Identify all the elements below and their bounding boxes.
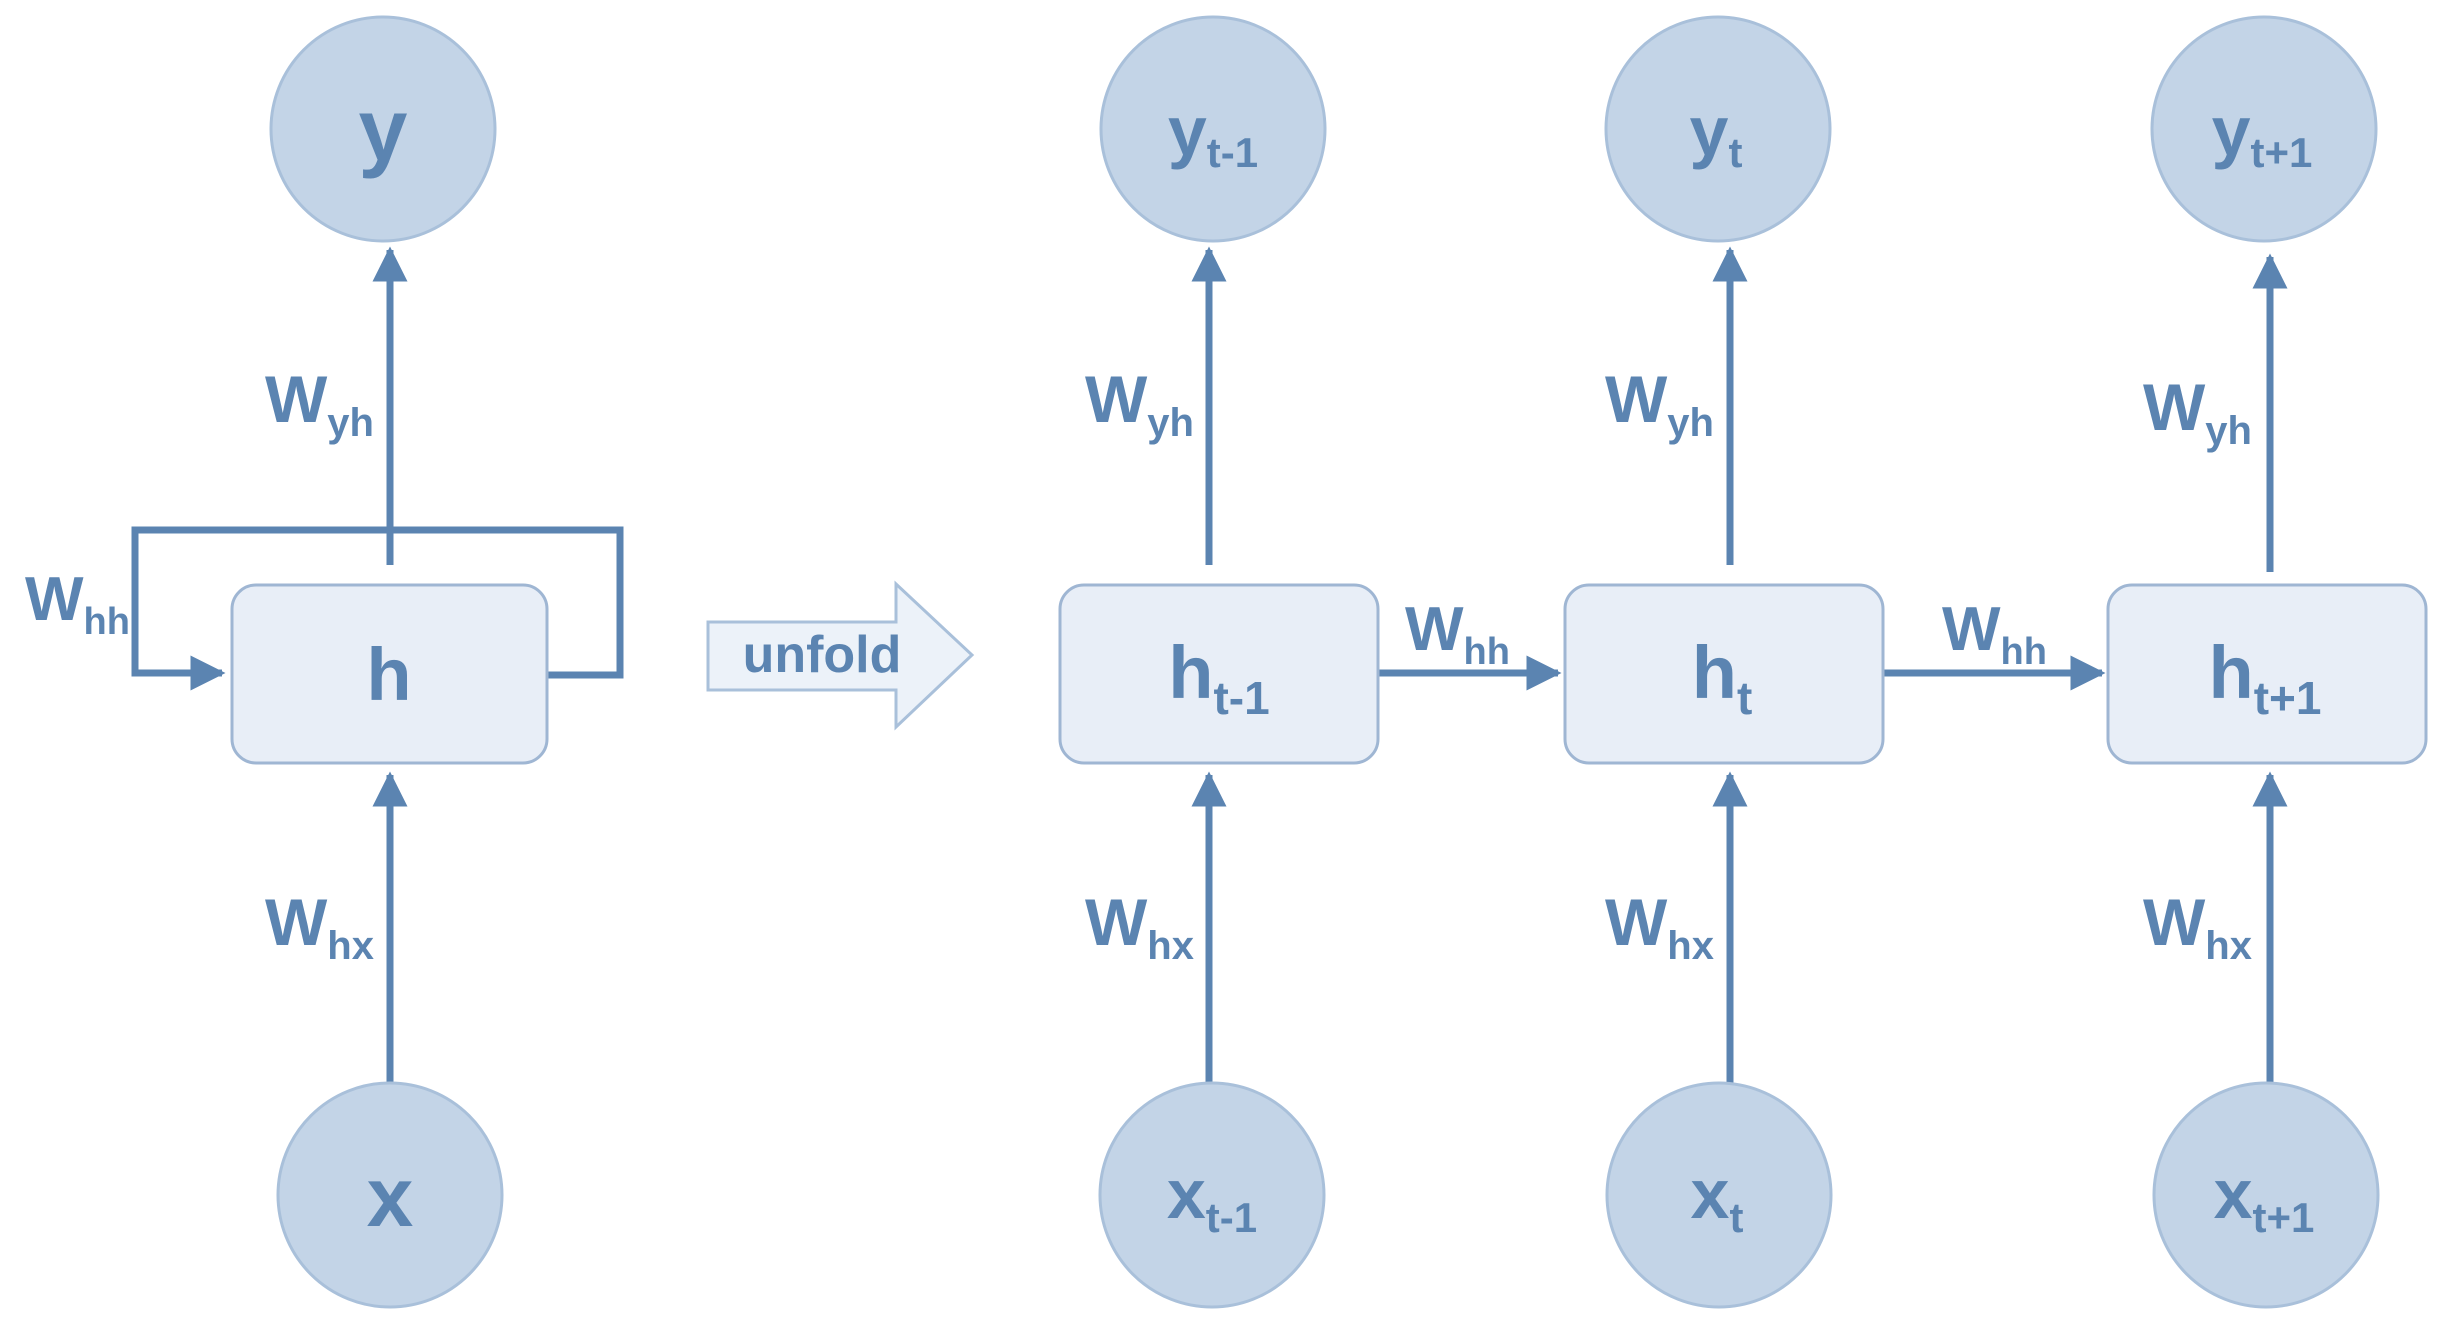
step-prev-h-node [1058,583,1380,765]
folded-w-hx-label: Whx [265,885,374,968]
unfolded-rnn: Whh Whh yt-1 ht-1 xt-1 Wyh Whx [1058,15,2428,1309]
folded-rnn: y h x Wyh Whx Whh [25,15,624,1309]
step-prev-x-label: xt-1 [1167,1155,1257,1241]
step-prev-w-yh-label: Wyh [1085,362,1194,445]
folded-y-label: y [359,80,408,179]
step-next-w-hx-label: Whx [2143,885,2252,968]
step-next-x-node [2152,1081,2380,1309]
folded-x-label: x [367,1150,414,1244]
step-current-x-node [1605,1081,1833,1309]
step-next-y-node [2150,15,2378,243]
folded-w-yh-label: Wyh [265,362,374,445]
step-current-w-hx-label: Whx [1605,885,1714,968]
time-step-next: yt+1 ht+1 xt+1 Wyh Whx [2106,15,2428,1309]
unfold-arrow-shape [706,580,975,731]
step-next-y-label: yt+1 [2212,92,2313,176]
folded-x-node [276,1081,504,1309]
step-current-w-yh-label: Wyh [1605,362,1714,445]
step-prev-w-hx-label: Whx [1085,885,1194,968]
step-current-y-label: yt [1690,92,1743,176]
step-current-h-label: ht [1692,631,1753,724]
step-prev-y-label: yt-1 [1168,92,1258,176]
unfold-arrow: unfold [706,580,975,731]
link-1-label: Whh [1405,595,1510,673]
folded-y-node [269,15,497,243]
step-next-h-node [2106,583,2428,765]
time-step-current: yt ht xt Wyh Whx [1563,15,1885,1309]
step-current-y-node [1604,15,1832,243]
folded-h-node [230,583,549,765]
step-next-w-yh-label: Wyh [2143,370,2252,453]
step-current-x-label: xt [1691,1155,1744,1241]
folded-h-label: h [366,633,411,716]
step-next-x-label: xt+1 [2214,1155,2315,1241]
time-step-prev: yt-1 ht-1 xt-1 Wyh Whx [1058,15,1380,1309]
step-current-h-node [1563,583,1885,765]
folded-w-hh-label: Whh [25,565,130,643]
step-prev-x-node [1098,1081,1326,1309]
step-prev-h-label: ht-1 [1168,631,1269,724]
recurrent-loop-edge [131,526,624,691]
unfold-label: unfold [743,626,902,684]
step-next-h-label: ht+1 [2209,631,2322,724]
link-2-label: Whh [1942,595,2047,673]
step-prev-y-node [1099,15,1327,243]
